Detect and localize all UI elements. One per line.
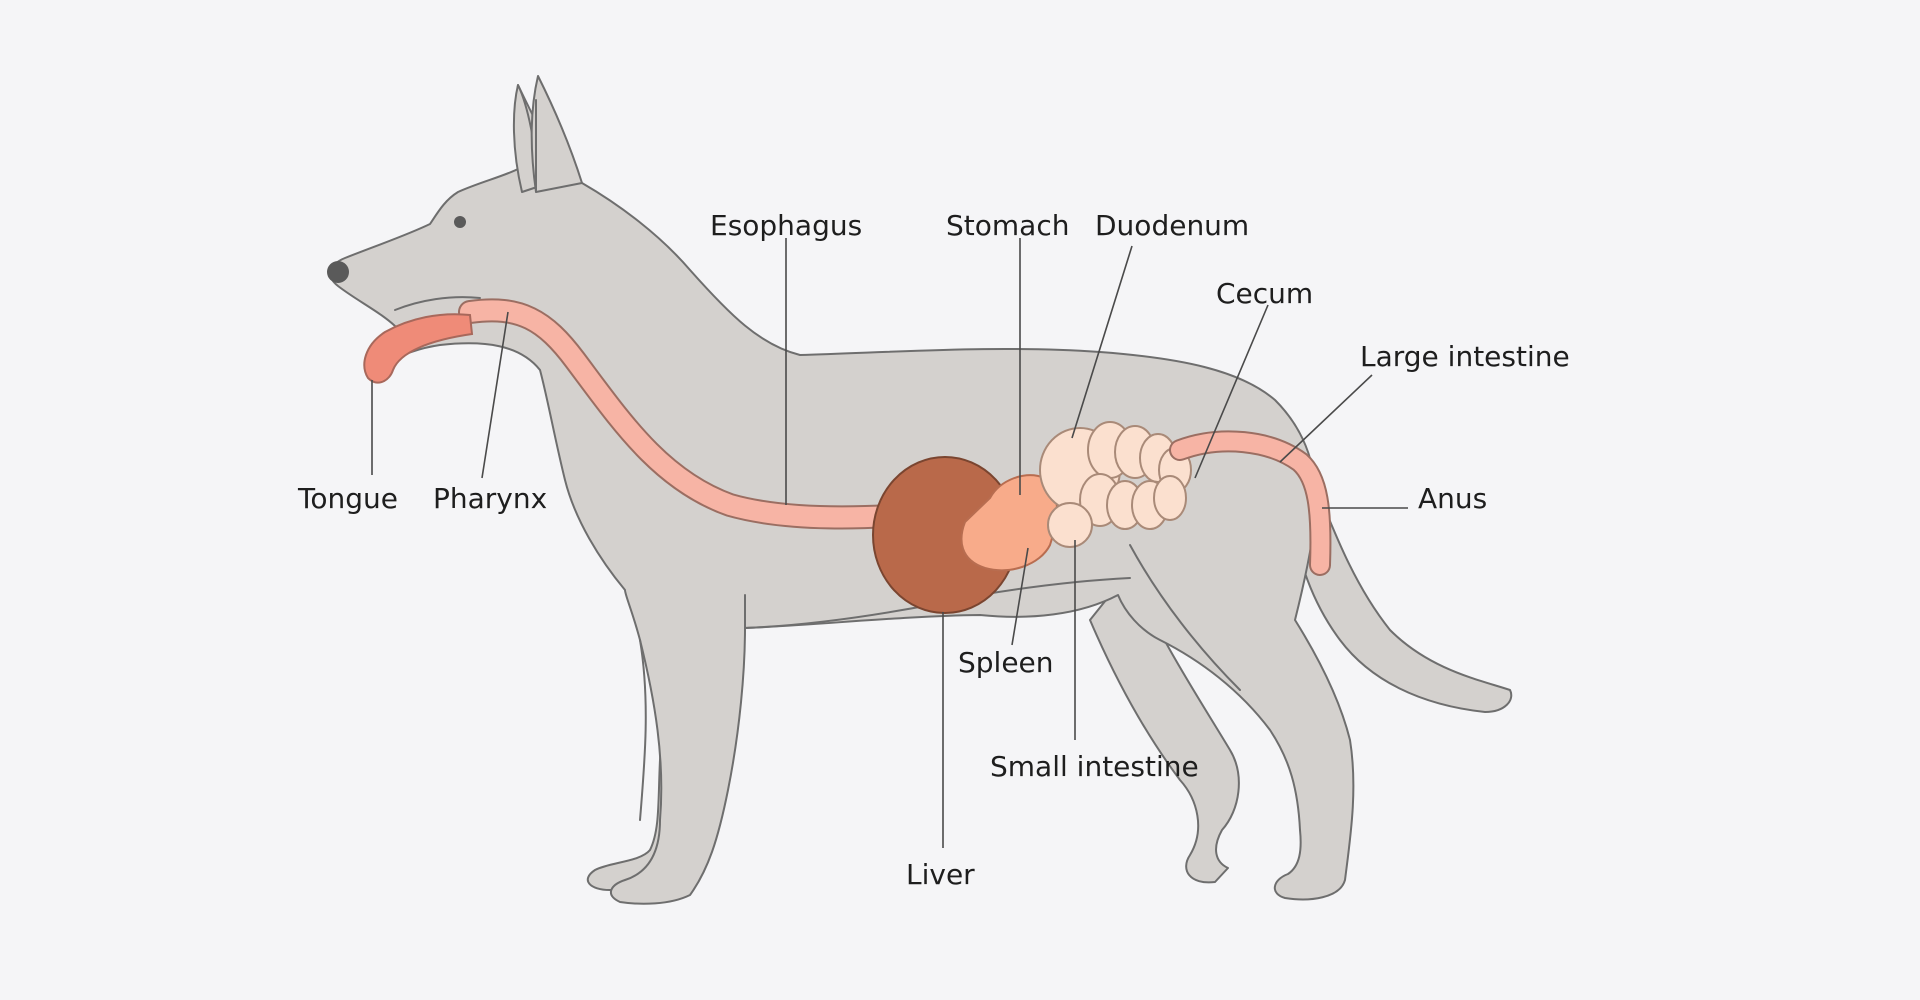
label-stomach: Stomach [946, 209, 1069, 242]
label-pharynx: Pharynx [433, 482, 547, 515]
intestine-coil [1047, 502, 1093, 548]
hind-leg-line [1129, 544, 1241, 691]
far-hind-leg [1089, 569, 1240, 884]
cecum-leader [1194, 304, 1269, 479]
label-large-intestine: Large intestine [1360, 340, 1570, 373]
duodenum-leader [1071, 245, 1133, 439]
labels: Tongue Pharynx Esophagus Stomach Duodenu… [297, 209, 1570, 891]
large-intestine-leader [1279, 374, 1373, 463]
ear-front [530, 75, 583, 193]
eye [454, 216, 466, 228]
digestive-tract [363, 298, 1332, 614]
leader-lines [371, 238, 1408, 848]
esophagus-tube-fill [460, 300, 1020, 528]
label-esophagus: Esophagus [710, 209, 862, 242]
label-spleen: Spleen [958, 646, 1054, 679]
nose [327, 261, 349, 283]
stomach-shape [960, 474, 1058, 572]
label-anus: Anus [1418, 482, 1487, 515]
label-small-intestine: Small intestine [990, 750, 1199, 783]
tongue-shape [363, 313, 474, 384]
intestine-coil [1153, 475, 1187, 521]
spleen-leader [1011, 547, 1029, 646]
label-tongue: Tongue [297, 482, 398, 515]
label-duodenum: Duodenum [1095, 209, 1249, 242]
large-intestine-tube-fill [1171, 432, 1330, 574]
pharynx-leader [481, 311, 509, 479]
near-front-leg-line [639, 639, 647, 821]
small-intestine-coils [1039, 421, 1192, 548]
mouth-line [394, 296, 481, 311]
label-liver: Liver [906, 858, 975, 891]
label-cecum: Cecum [1216, 277, 1313, 310]
